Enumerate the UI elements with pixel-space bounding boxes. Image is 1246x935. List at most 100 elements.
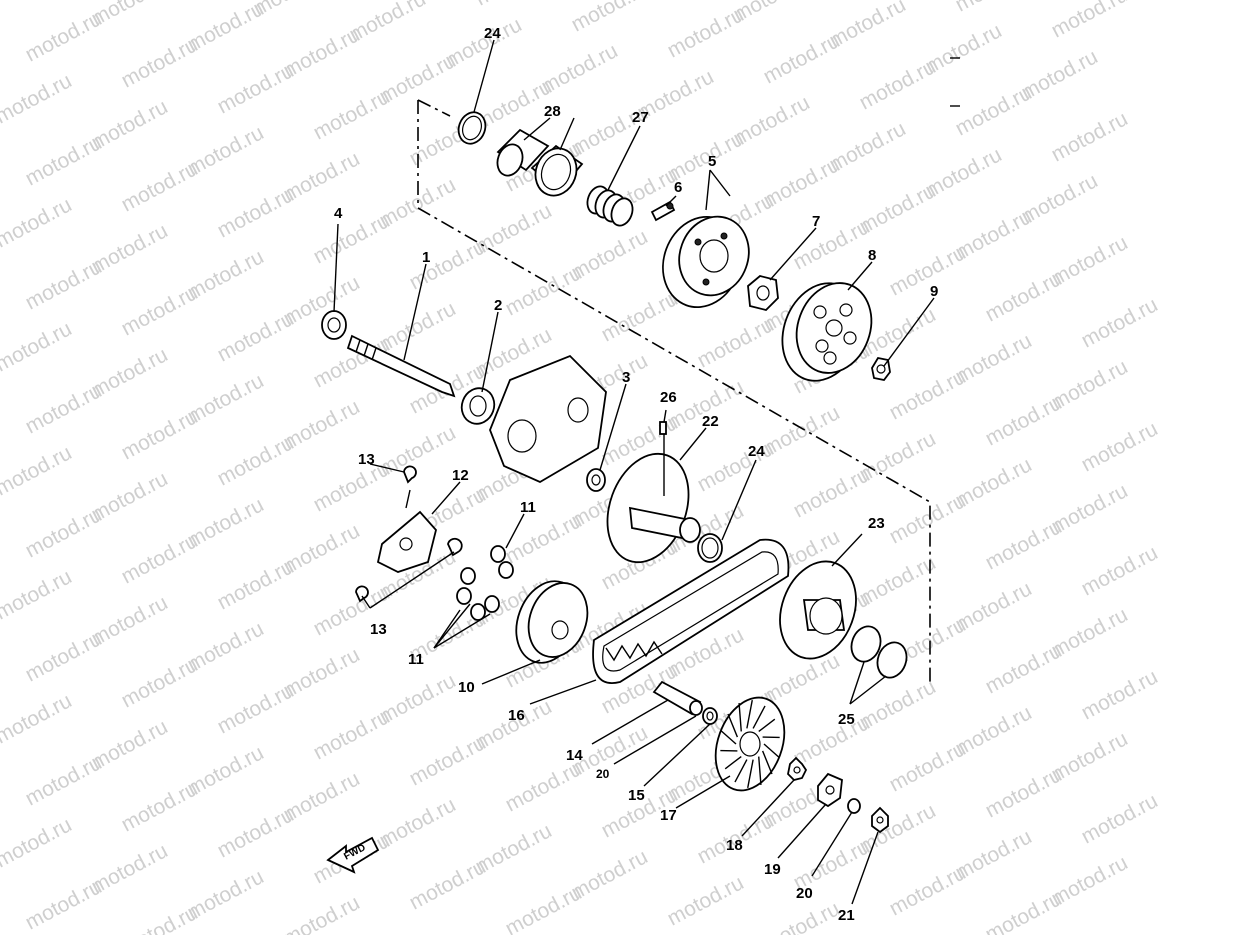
fan-blade xyxy=(738,702,742,732)
watermark-text: motod.ru xyxy=(118,529,202,588)
watermark-text: motod.ru xyxy=(22,255,106,314)
callout-27: 27 xyxy=(632,109,649,126)
part-12-cam-plate xyxy=(376,510,437,573)
gear-case-cover xyxy=(489,354,607,484)
part-7-nut xyxy=(747,275,779,311)
watermark-text: motod.ru xyxy=(214,679,298,738)
watermark-text: motod.ru xyxy=(1078,417,1162,476)
fan-blade xyxy=(761,750,773,775)
callout-11-bottom: 11 xyxy=(408,651,424,668)
part-19-nut xyxy=(817,772,843,808)
watermark-text: motod.ru xyxy=(0,317,76,376)
watermark-text: motod.ru xyxy=(502,261,586,320)
part-28-collars xyxy=(496,128,584,197)
callout-6: 6 xyxy=(674,179,682,196)
callout-labels: 24 28 27 5 6 7 8 9 4 1 2 3 26 22 24 13 1… xyxy=(334,25,938,924)
watermark-text: motod.ru xyxy=(790,711,874,770)
watermark-text: motod.ru xyxy=(1048,107,1132,166)
watermark-text: motod.ru xyxy=(982,763,1066,822)
fan-blade xyxy=(746,699,753,729)
part-8-clutch-housing xyxy=(781,282,873,382)
watermark-text: motod.ru xyxy=(280,891,364,935)
watermark-text: motod.ru xyxy=(214,431,298,490)
watermark-text: motod.ru xyxy=(0,193,76,252)
watermark-text: motod.ru xyxy=(1078,293,1162,352)
callout-4: 4 xyxy=(334,205,343,222)
watermark-text: motod.ru xyxy=(886,737,970,796)
fan-blade xyxy=(758,718,776,733)
watermark-text: motod.ru xyxy=(310,209,394,268)
watermark-text: motod.ru xyxy=(22,875,106,934)
watermark-text: motod.ru xyxy=(760,29,844,88)
fan-blade xyxy=(747,759,754,789)
watermark-text: motod.ru xyxy=(568,0,652,36)
watermark-text: motod.ru xyxy=(118,405,202,464)
margin-marks xyxy=(950,57,960,107)
watermark-text: motod.ru xyxy=(0,441,76,500)
watermark-text: motod.ru xyxy=(1078,665,1162,724)
watermark-text: motod.ru xyxy=(790,215,874,274)
part-1-primary-shaft xyxy=(346,334,456,398)
part-15-washer xyxy=(702,707,718,725)
watermark-text: motod.ru xyxy=(886,365,970,424)
watermark-text: motod.ru xyxy=(22,131,106,190)
part-18-star-washer xyxy=(787,756,808,781)
watermark-text: motod.ru xyxy=(406,731,490,790)
callout-13-top: 13 xyxy=(358,451,375,468)
leader-lines xyxy=(333,39,935,905)
part-25-o-rings xyxy=(850,625,908,679)
watermark-text: motod.ru xyxy=(22,379,106,438)
watermark-text: motod.ru xyxy=(0,0,76,4)
callout-7: 7 xyxy=(812,213,820,230)
watermark-text: motod.ru xyxy=(214,803,298,862)
callout-15: 15 xyxy=(628,787,645,804)
assembly-boundary-line xyxy=(417,100,931,682)
callout-5: 5 xyxy=(708,153,716,170)
watermark-text: motod.ru xyxy=(982,887,1066,935)
callout-24-top: 24 xyxy=(484,25,501,42)
callout-18: 18 xyxy=(726,837,743,854)
callout-14: 14 xyxy=(566,747,583,764)
callout-1: 1 xyxy=(422,249,430,266)
part-14-collar xyxy=(652,680,703,716)
part-22-secondary-sheave xyxy=(606,452,701,564)
callout-12: 12 xyxy=(452,467,469,484)
watermark-text: motod.ru xyxy=(1048,0,1132,42)
watermark-text: motod.ru xyxy=(886,489,970,548)
watermark-text: motod.ru xyxy=(694,313,778,372)
part-11-weight-rollers xyxy=(456,545,514,621)
watermark-text: motod.ru xyxy=(118,777,202,836)
watermark-text: motod.ru xyxy=(0,689,76,748)
callout-28: 28 xyxy=(544,103,561,120)
watermark-text: motod.ru xyxy=(310,85,394,144)
watermark-text: motod.ru xyxy=(982,515,1066,574)
part-20-washer xyxy=(847,798,861,814)
watermark-text: motod.ru xyxy=(952,0,1036,16)
part-23-sliding-sheave xyxy=(779,560,857,660)
watermark-text: motod.ru xyxy=(22,751,106,810)
watermark-text: motod.ru xyxy=(0,69,76,128)
watermark-text: motod.ru xyxy=(214,307,298,366)
watermark-text: motod.ru xyxy=(22,503,106,562)
part-26-key xyxy=(659,421,667,435)
fan-blade xyxy=(758,756,762,786)
watermark-text: motod.ru xyxy=(694,437,778,496)
watermark-text: motod.ru xyxy=(118,653,202,712)
part-24-ring-lower xyxy=(697,533,723,563)
callout-20: 20 xyxy=(796,885,813,902)
part-17-cooling-fan xyxy=(714,696,786,792)
callout-23: 23 xyxy=(868,515,885,532)
watermark-text: motod.ru xyxy=(214,555,298,614)
watermark-text: motod.ru xyxy=(856,55,940,114)
watermark-text: motod.ru xyxy=(406,235,490,294)
watermark-text: motod.ru xyxy=(502,757,586,816)
watermark-text: motod.ru xyxy=(502,509,586,568)
part-16-v-belt xyxy=(592,538,790,684)
callout-17: 17 xyxy=(660,807,677,824)
fan-blade xyxy=(734,759,748,783)
watermark-text: motod.ru xyxy=(502,881,586,935)
watermark-text: motod.ru xyxy=(982,639,1066,698)
callout-25: 25 xyxy=(838,711,855,728)
callout-24-lower: 24 xyxy=(748,443,765,460)
